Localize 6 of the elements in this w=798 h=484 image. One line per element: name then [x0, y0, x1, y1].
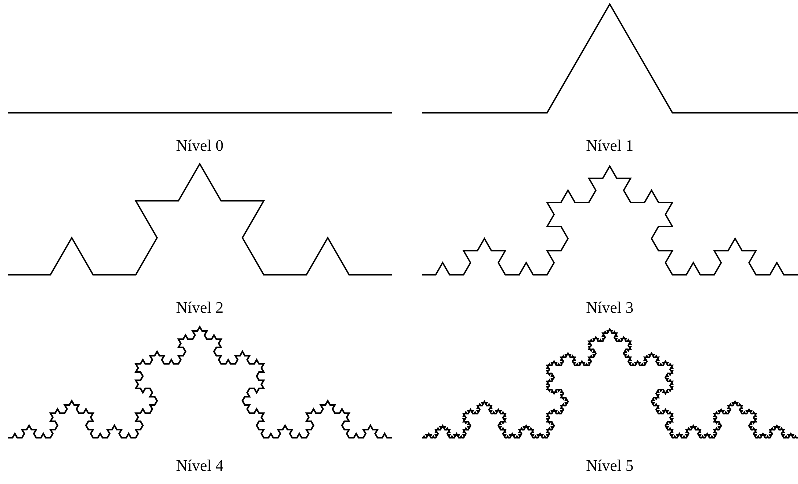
level-caption: Nível 3: [586, 300, 634, 318]
level-caption: Nível 4: [176, 458, 224, 476]
level-caption: Nível 5: [586, 458, 634, 476]
level-caption: Nível 0: [176, 138, 224, 156]
level-caption: Nível 2: [176, 300, 224, 318]
level-caption: Nível 1: [586, 138, 634, 156]
